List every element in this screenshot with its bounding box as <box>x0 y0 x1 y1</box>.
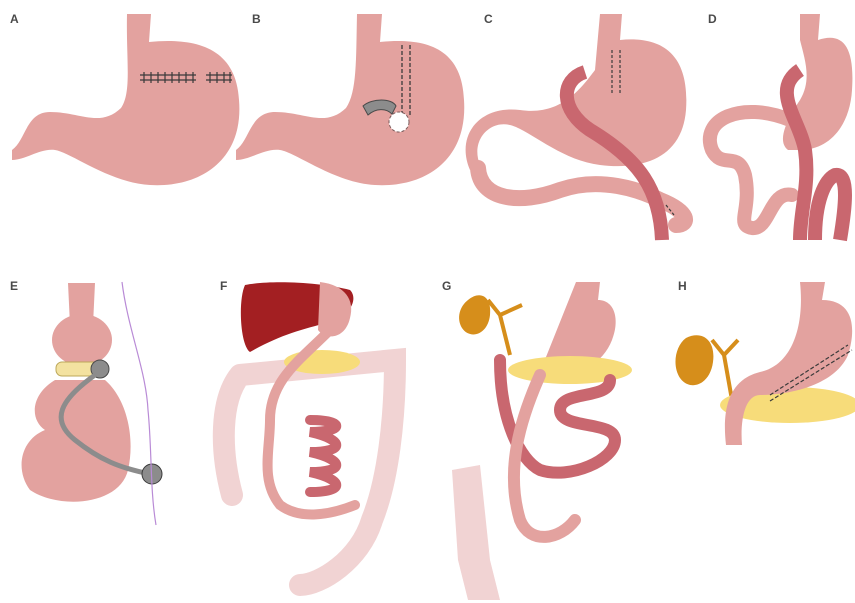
gallbladder-g <box>459 295 490 334</box>
panel-f <box>224 282 395 585</box>
panel-a <box>12 14 239 185</box>
panel-label-b: B <box>252 12 261 26</box>
stomach-a <box>12 14 239 185</box>
panel-e <box>22 282 162 525</box>
intestine-d <box>710 112 792 228</box>
colon-g <box>452 465 500 600</box>
panel-label-h: H <box>678 279 687 293</box>
panel-d <box>710 14 853 240</box>
panel-label-c: C <box>484 12 493 26</box>
small-intestine-f <box>310 420 336 492</box>
upper-pouch-e <box>52 314 112 366</box>
gallbladder-h <box>675 335 713 385</box>
panel-label-f: F <box>220 279 227 293</box>
panel-label-g: G <box>442 279 451 293</box>
panel-c <box>466 14 687 240</box>
panel-g <box>452 282 632 600</box>
pouch-opening-b <box>389 112 409 132</box>
bile-duct-g <box>488 300 522 355</box>
stomach-b <box>236 14 464 185</box>
panel-b <box>236 14 464 185</box>
panel-label-a: A <box>10 12 19 26</box>
panel-h <box>675 282 855 445</box>
skin-line-e <box>122 282 156 525</box>
stomach-c <box>466 14 687 170</box>
panel-label-d: D <box>708 12 717 26</box>
panel-label-e: E <box>10 279 18 293</box>
